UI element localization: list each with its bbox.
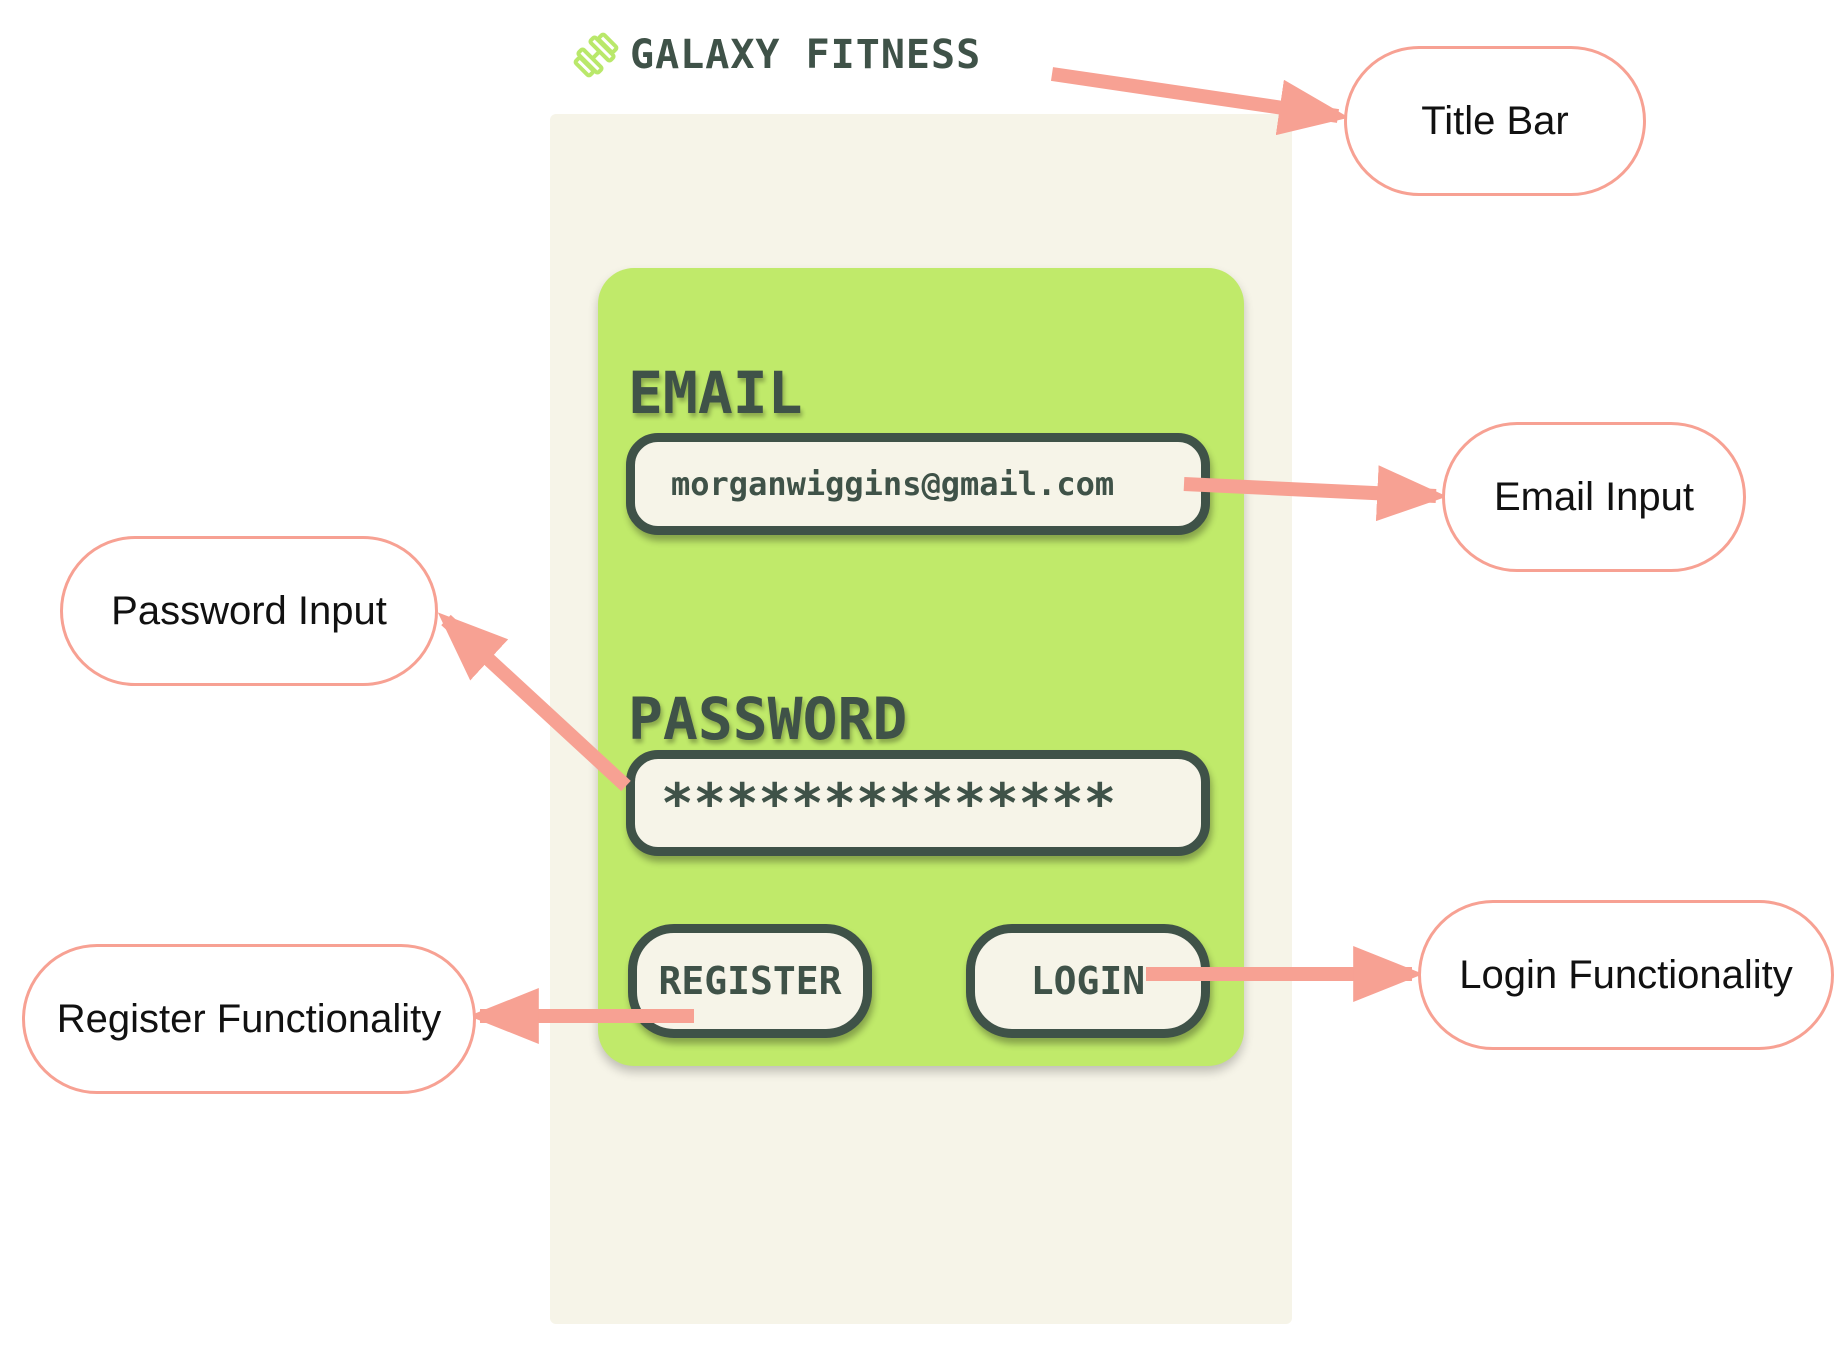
app-title: GALAXY FITNESS [630, 32, 982, 78]
arrow-title-bar [1050, 67, 1350, 136]
register-button[interactable]: REGISTER [628, 924, 872, 1038]
callout-password-input: Password Input [60, 536, 438, 686]
title-bar: GALAXY FITNESS [572, 30, 981, 80]
login-card: EMAIL morganwiggins@gmail.com PASSWORD *… [598, 268, 1244, 1066]
dumbbell-icon [573, 32, 619, 78]
callout-title-bar: Title Bar [1344, 46, 1646, 196]
callout-login: Login Functionality [1418, 900, 1834, 1050]
email-input[interactable]: morganwiggins@gmail.com [626, 433, 1210, 535]
callout-email-input: Email Input [1442, 422, 1746, 572]
login-button[interactable]: LOGIN [966, 924, 1210, 1038]
password-label: PASSWORD [628, 685, 908, 753]
email-label: EMAIL [628, 359, 803, 427]
callout-register: Register Functionality [22, 944, 476, 1094]
password-input[interactable]: ************** [626, 750, 1210, 856]
